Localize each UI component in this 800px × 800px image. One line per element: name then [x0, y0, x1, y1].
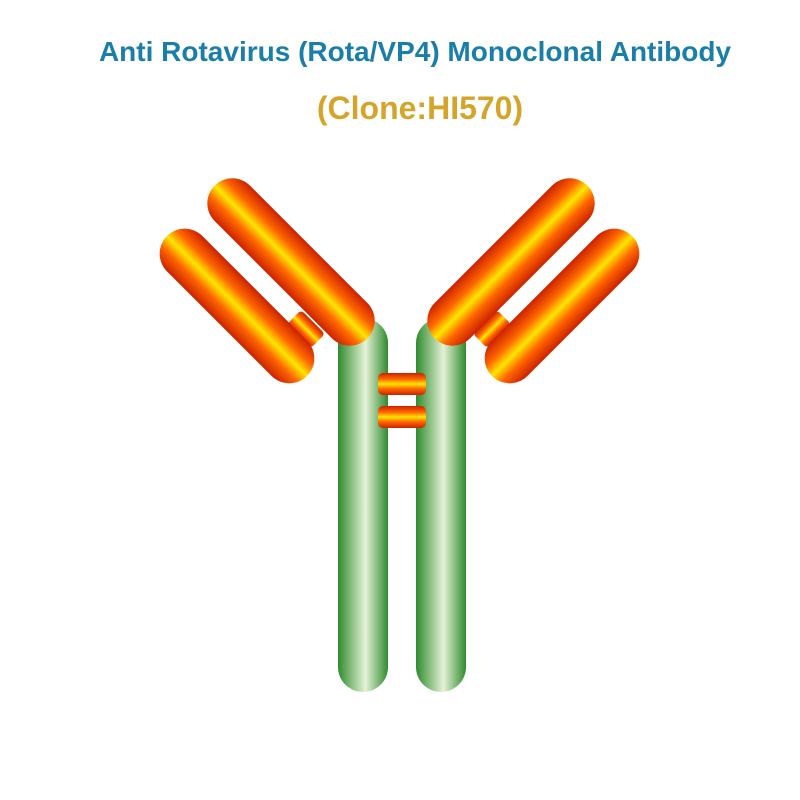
heavy-chain-stem-left [338, 318, 388, 692]
clone-label: (Clone:HI570) [316, 90, 524, 126]
left-heavy-arm [207, 178, 375, 346]
hinge-bond-upper [378, 373, 426, 395]
left-arm-connector [288, 311, 324, 347]
right-arm-connector [474, 311, 510, 347]
heavy-chain-stem-right [416, 318, 466, 692]
hinge-bond-lower [378, 406, 426, 428]
page-title: Anti Rotavirus (Rota/VP4) Monoclonal Ant… [98, 36, 732, 67]
right-light-chain [484, 228, 640, 384]
right-heavy-arm [427, 178, 595, 346]
left-light-chain [159, 228, 315, 384]
